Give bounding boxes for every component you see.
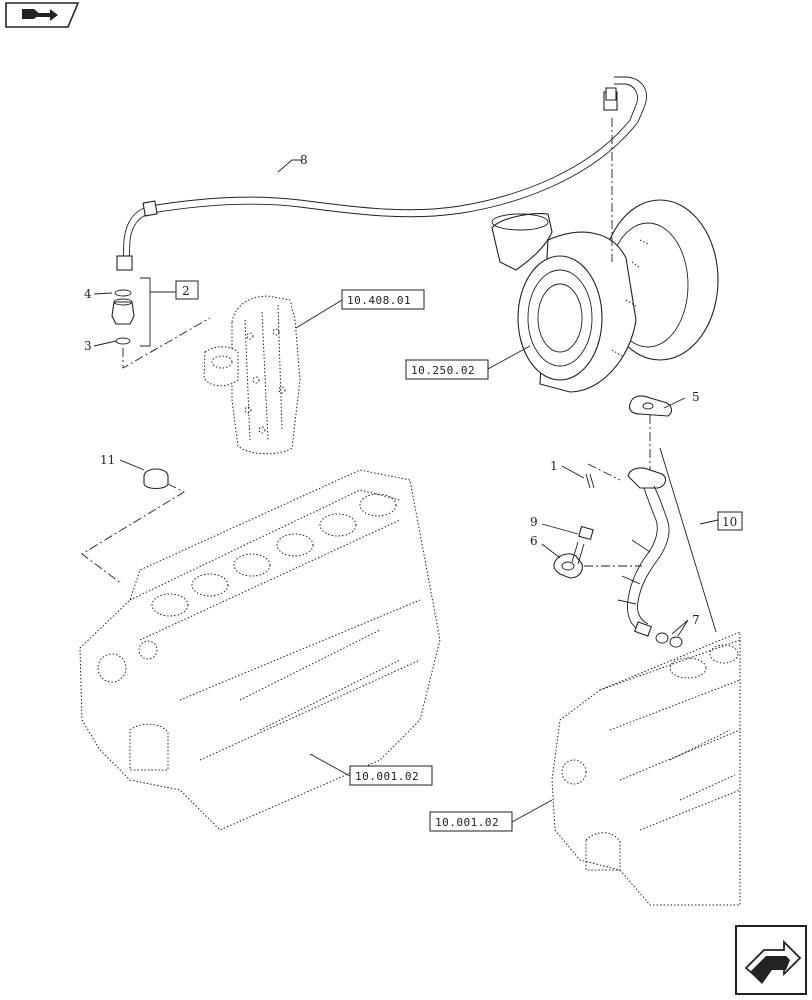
ref-block-left[interactable]: 10.001.02 bbox=[349, 765, 433, 786]
callout-3[interactable]: 3 bbox=[84, 339, 92, 353]
oil-feed-pipe bbox=[116, 76, 647, 271]
callout-2-box[interactable]: 2 bbox=[175, 280, 199, 300]
engine-block-right bbox=[551, 631, 741, 906]
svg-text:10.408.01: 10.408.01 bbox=[347, 294, 411, 307]
callout-10-box[interactable]: 10 bbox=[717, 511, 743, 531]
svg-text:10.250.02: 10.250.02 bbox=[411, 364, 475, 377]
callout-4[interactable]: 4 bbox=[84, 287, 92, 301]
next-page-arrow-icon[interactable] bbox=[735, 925, 807, 995]
callout-10[interactable]: 10 bbox=[722, 515, 737, 529]
pipe-clip-and-bolt bbox=[553, 463, 642, 579]
callout-11[interactable]: 11 bbox=[100, 453, 115, 467]
oil-drain-pipe bbox=[617, 467, 670, 637]
ref-turbocharger[interactable]: 10.250.02 bbox=[405, 359, 489, 380]
callout-2[interactable]: 2 bbox=[182, 284, 190, 298]
book-arrow-icon[interactable] bbox=[5, 2, 80, 28]
svg-text:10.001.02: 10.001.02 bbox=[435, 816, 499, 829]
svg-text:10.001.02: 10.001.02 bbox=[355, 770, 419, 783]
callout-7[interactable]: 7 bbox=[692, 613, 700, 627]
plug bbox=[81, 468, 185, 585]
seal-rings bbox=[655, 632, 683, 648]
oil-cooler-housing bbox=[203, 295, 301, 455]
callout-leaders bbox=[93, 159, 719, 823]
group-bracket bbox=[140, 277, 176, 347]
turbocharger bbox=[491, 118, 719, 470]
ref-oil-cooler[interactable]: 10.408.01 bbox=[341, 289, 425, 310]
engine-block-left bbox=[79, 469, 441, 831]
callout-9[interactable]: 9 bbox=[530, 515, 538, 529]
callout-8[interactable]: 8 bbox=[300, 153, 308, 167]
callout-1[interactable]: 1 bbox=[550, 459, 558, 473]
callout-5[interactable]: 5 bbox=[692, 390, 700, 404]
fitting-assembly bbox=[111, 289, 211, 369]
callout-6[interactable]: 6 bbox=[530, 534, 538, 548]
ref-block-right[interactable]: 10.001.02 bbox=[429, 811, 513, 832]
